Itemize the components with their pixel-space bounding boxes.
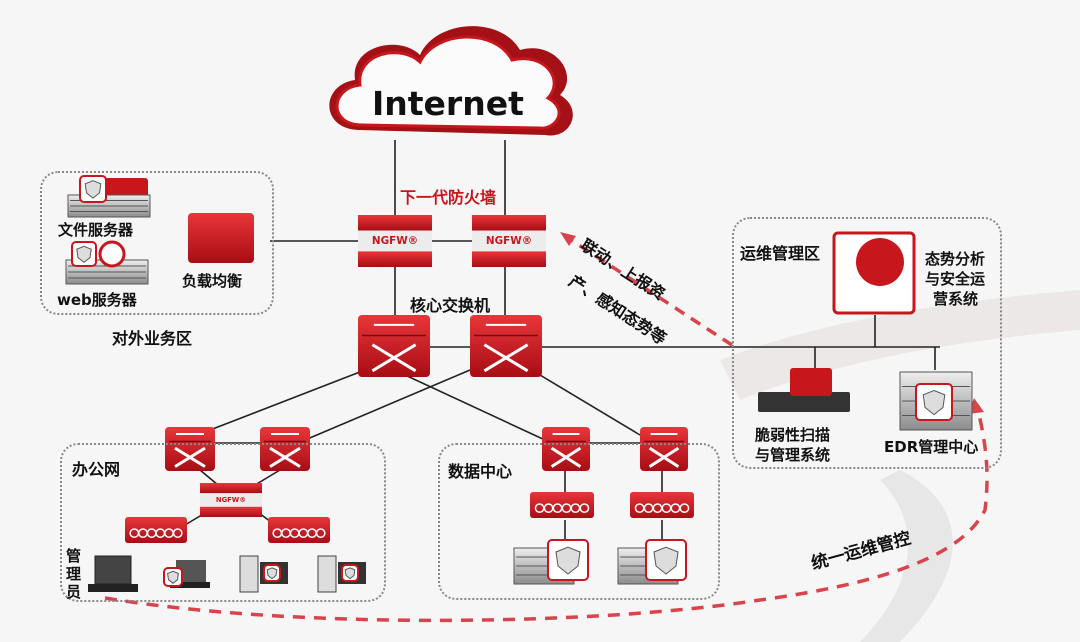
- web-server-shield-icon: [71, 241, 97, 267]
- link-core1-office1: [209, 369, 366, 431]
- ngfw-device-label: NGFW®: [486, 235, 532, 247]
- vuln-scan-line-2: 与管理系统: [755, 446, 831, 464]
- core-switch-title: 核心交换机: [410, 296, 491, 315]
- datacenter-zone-title: 数据中心: [448, 462, 513, 481]
- admin-char-3: 员: [66, 583, 82, 601]
- linkage-dashed-arrow: [567, 236, 733, 347]
- vuln-scanner-icon: [758, 392, 850, 412]
- datacenter-zone-box: [438, 443, 720, 600]
- situational-line-3: 营系统: [933, 290, 979, 308]
- file-server-label: 文件服务器: [58, 221, 134, 239]
- ngfw-title: 下一代防火墙: [400, 188, 497, 207]
- vuln-scan-line-1: 脆弱性扫描: [755, 426, 831, 444]
- link-core2-office2: [304, 369, 471, 441]
- dc-switch-2: [640, 427, 688, 471]
- dc-server-2-shield-icon: [645, 539, 687, 581]
- load-balancer-label: 负载均衡: [182, 272, 243, 290]
- link-office-sw1-fw: [199, 469, 219, 486]
- ops-zone-title: 运维管理区: [740, 244, 821, 263]
- admin-char-1: 管: [66, 547, 82, 565]
- vuln-scanner-display: [790, 368, 832, 396]
- situational-awareness-icon: [832, 231, 916, 315]
- external-zone-title: 对外业务区: [112, 329, 193, 348]
- ngfw-1: NGFW®: [358, 215, 432, 267]
- admin-char-2: 理: [66, 565, 82, 583]
- edr-shield-icon: [915, 383, 953, 421]
- office-switch-1: [165, 427, 215, 471]
- dc-hub-2: [630, 492, 694, 518]
- link-office-sw2-fw: [254, 469, 281, 486]
- ops-zone-box: [732, 217, 1002, 469]
- laptop-icon: [170, 560, 210, 588]
- desktop-2-shield-icon: [341, 564, 359, 582]
- ngfw-2: NGFW®: [472, 215, 546, 267]
- office-zone-box: [60, 443, 386, 602]
- internet-label: Internet: [372, 84, 524, 123]
- link-core2-dc2: [534, 371, 641, 436]
- situational-line-1: 态势分析: [925, 250, 986, 268]
- link-core1-dc1: [404, 374, 546, 441]
- office-switch-2: [260, 427, 310, 471]
- desktop-1-shield-icon: [263, 564, 281, 582]
- office-hub-2: [268, 517, 330, 543]
- file-server-shield-icon: [79, 175, 107, 203]
- ngfw-device-label: NGFW®: [372, 235, 418, 247]
- laptop-shield-icon: [163, 567, 183, 587]
- situational-line-2: 与安全运: [925, 270, 986, 288]
- linkage-arrowhead-icon: [560, 232, 576, 246]
- office-ngfw: NGFW®: [200, 483, 262, 517]
- web-browser-icon: [98, 240, 126, 268]
- admin-laptop-icon: [88, 555, 138, 592]
- core-switch-2: [470, 315, 542, 377]
- unified-ops-dashed-line: [104, 409, 989, 623]
- web-server-label: web服务器: [57, 291, 137, 309]
- dc-hub-1: [530, 492, 594, 518]
- dc-switch-1: [542, 427, 590, 471]
- edr-label: EDR管理中心: [884, 438, 979, 456]
- office-zone-title: 办公网: [72, 460, 121, 479]
- external-zone-box: [40, 171, 274, 315]
- load-balancer-icon: [188, 213, 254, 263]
- core-switch-1: [358, 315, 430, 377]
- office-hub-1: [125, 517, 187, 543]
- dc-server-1-shield-icon: [547, 539, 589, 581]
- internet-cloud: [329, 26, 573, 136]
- background-swoosh-2: [860, 470, 953, 642]
- ngfw-device-label: NGFW®: [216, 496, 246, 504]
